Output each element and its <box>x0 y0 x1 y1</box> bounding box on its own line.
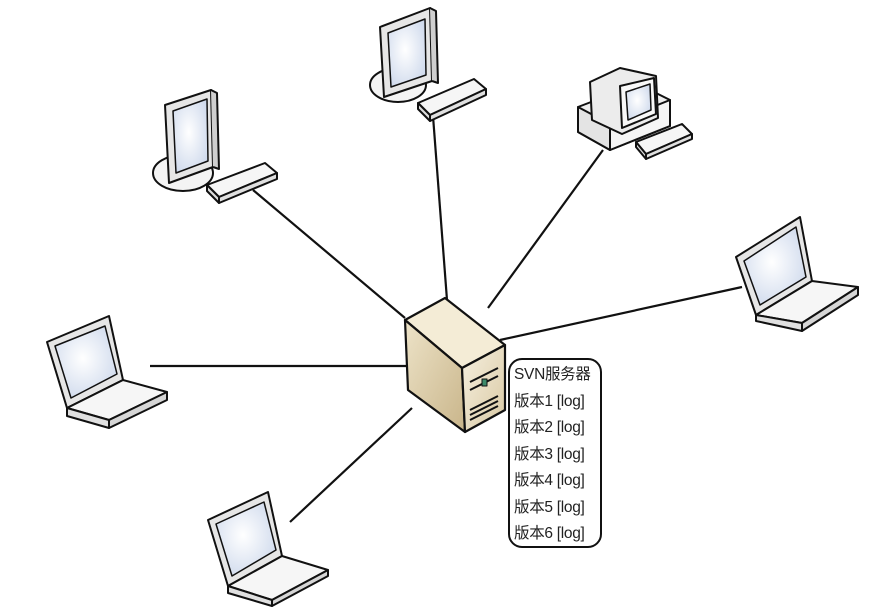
link-desktop-top-right <box>487 149 604 309</box>
lcd-desktop-icon <box>152 89 278 204</box>
laptop-icon <box>207 491 329 607</box>
link-laptop-bottom-left <box>289 407 413 523</box>
version-entry: 版本6 [log] <box>514 525 585 542</box>
server-title: SVN服务器 <box>514 366 591 383</box>
svn-server-label-box: SVN服务器 版本1 [log] 版本2 [log] 版本3 [log] 版本4… <box>508 358 602 548</box>
lcd-desktop-icon <box>369 7 487 122</box>
version-entry: 版本4 [log] <box>514 472 585 489</box>
version-entry: 版本5 [log] <box>514 498 585 516</box>
laptop-icon <box>46 315 168 429</box>
link-laptop-right <box>499 285 743 342</box>
crt-desktop-pc-icon <box>577 67 693 160</box>
version-entry: 版本2 [log] <box>514 419 585 436</box>
laptop-icon <box>735 216 859 332</box>
link-desktop-top-left <box>252 189 406 319</box>
server-tower-icon <box>403 296 507 434</box>
version-entry: 版本1 [log] <box>514 392 585 410</box>
version-entry: 版本3 [log] <box>514 445 585 463</box>
link-desktop-top-center <box>431 115 449 301</box>
